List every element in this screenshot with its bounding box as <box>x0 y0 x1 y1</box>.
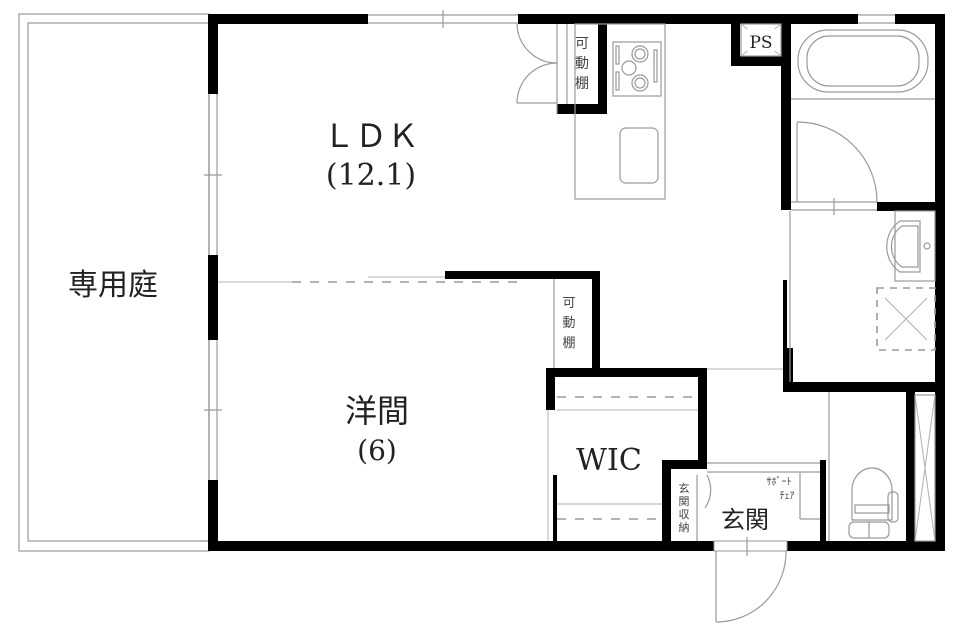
ldk-size: (12.1) <box>326 158 416 193</box>
svg-text:玄: 玄 <box>679 481 690 495</box>
support-chair-label: ｻﾎﾟｰﾄ <box>767 476 792 488</box>
ldk-label: ＬＤＫ <box>323 117 419 155</box>
interior-walls <box>445 14 945 550</box>
toilet-icon <box>851 467 893 521</box>
kitchen-counter <box>574 23 666 200</box>
walk-in-closet: WIC <box>557 396 698 520</box>
wic-label: WIC <box>576 443 642 478</box>
door-swing <box>516 23 558 64</box>
svg-text:PS: PS <box>749 33 772 53</box>
toilet-room <box>828 392 936 542</box>
svg-text:収: 収 <box>679 508 690 521</box>
bathtub-icon <box>797 29 929 93</box>
garden-label: 専用庭 <box>68 268 158 303</box>
svg-text:納: 納 <box>679 521 690 534</box>
windows <box>200 10 895 542</box>
svg-text:関: 関 <box>679 495 690 508</box>
entrance-area: 玄 関 収 納 ｻﾎﾟｰﾄ ﾁｪｱ 玄関 <box>679 462 820 623</box>
bathroom <box>791 29 935 215</box>
sink-icon <box>619 127 659 184</box>
stove-icon <box>612 41 662 97</box>
western-room-size: (6) <box>357 434 397 467</box>
movable-shelf-kitchen: 可 動 棚 <box>575 36 589 92</box>
svg-text:可: 可 <box>562 296 575 311</box>
kitchen <box>516 23 666 200</box>
outer-walls <box>208 14 945 551</box>
svg-text:可: 可 <box>575 36 589 52</box>
washbasin-icon <box>886 220 921 273</box>
svg-text:動: 動 <box>575 56 589 72</box>
movable-shelf-hall: 可 動 棚 <box>553 279 576 368</box>
entrance-label: 玄関 <box>721 506 769 534</box>
svg-text:ﾁｪｱ: ﾁｪｱ <box>780 491 795 502</box>
svg-text:動: 動 <box>562 316 575 331</box>
svg-text:棚: 棚 <box>575 76 589 92</box>
washer-space <box>876 287 936 351</box>
pipe-space: PS <box>740 23 782 57</box>
svg-text:棚: 棚 <box>562 336 575 351</box>
washroom <box>789 210 936 382</box>
western-room-label: 洋間 <box>345 392 409 430</box>
